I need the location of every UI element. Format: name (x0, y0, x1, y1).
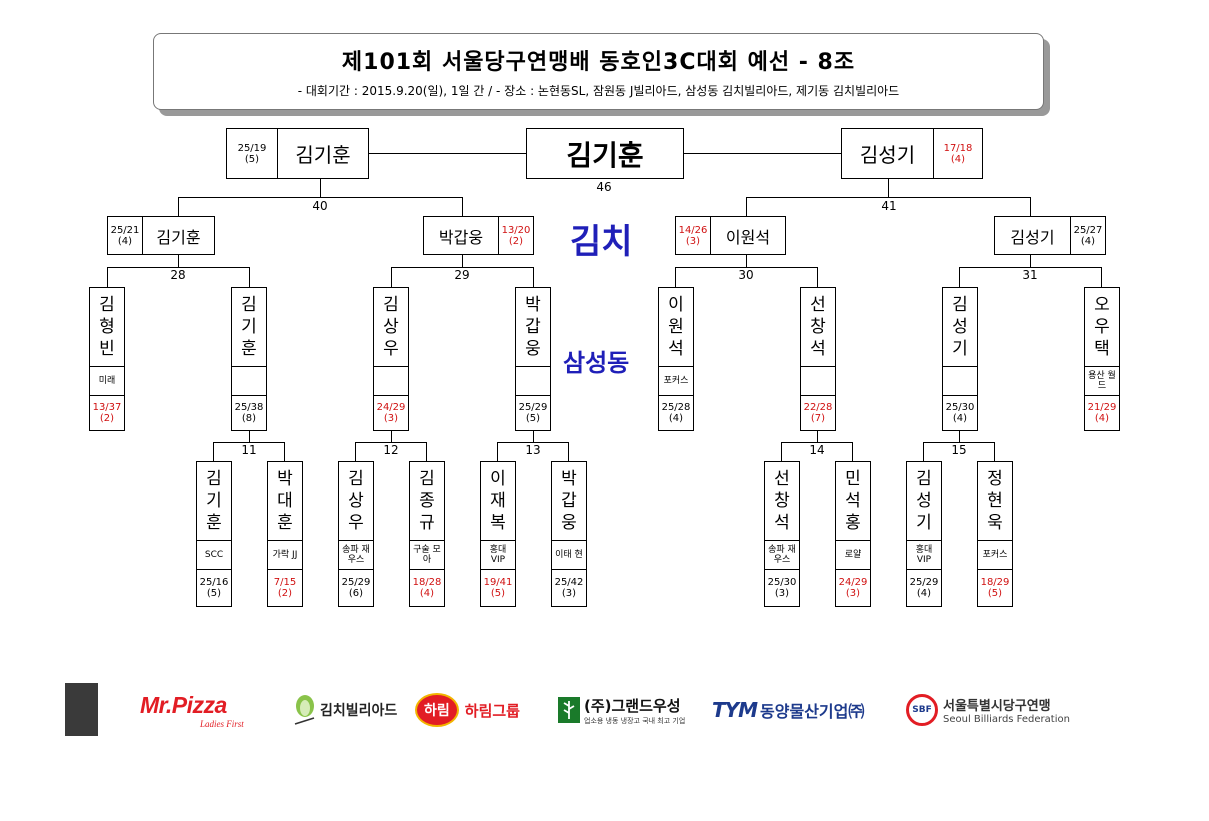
score-cell: 7/15(2) (267, 569, 303, 607)
score-cell: 25/29(5) (515, 395, 551, 431)
score-cell: 25/29(4) (906, 569, 942, 607)
score-cell: 25/42(3) (551, 569, 587, 607)
grandwoosung-logo: (주)그랜드우성 업소용 냉동 냉장고 국내 최고 기업 (558, 688, 685, 732)
venue-watermark: 삼성동 (563, 349, 630, 377)
score-cell: 25/30(3) (764, 569, 800, 607)
player-name: 김기훈 (142, 216, 215, 255)
match-number: 11 (241, 443, 257, 457)
score-cell: 21/29(4) (1084, 395, 1120, 431)
club-name: 용산 월드 (1084, 366, 1120, 396)
score-cell: 18/29(5) (977, 569, 1013, 607)
match-number: 30 (738, 268, 754, 282)
club-name: 미래 (89, 366, 125, 396)
match-number: 28 (170, 268, 186, 282)
club-name: SCC (196, 540, 232, 570)
score-cell: 24/29(3) (835, 569, 871, 607)
club-name: 홍대 VIP (480, 540, 516, 570)
kimchi-logo: 김치빌리아드 (292, 688, 397, 732)
score-cell: 25/38(8) (231, 395, 267, 431)
page-title: 제101회 서울당구연맹배 동호인3C대회 예선 - 8조 (341, 50, 856, 75)
match-number: 31 (1022, 268, 1038, 282)
score-cell: 14/26(3) (675, 216, 711, 255)
player-name: 김기훈 (277, 128, 369, 179)
player-name: 김성기 (994, 216, 1071, 255)
club-name: 홍대 VIP (906, 540, 942, 570)
mrpizza-logo: Mr.Pizza Ladies First (140, 691, 244, 729)
club-name: 송파 재우스 (764, 540, 800, 570)
score-cell: 13/37(2) (89, 395, 125, 431)
match-number: 15 (951, 443, 967, 457)
score-cell: 25/16(5) (196, 569, 232, 607)
score-cell: 19/41(5) (480, 569, 516, 607)
club-name: 포커스 (658, 366, 694, 396)
score-cell: 25/30(4) (942, 395, 978, 431)
score-cell: 25/27(4) (1070, 216, 1106, 255)
club-name (942, 366, 978, 396)
match-number: 13 (525, 443, 541, 457)
match-number: 12 (383, 443, 399, 457)
match-number: 41 (881, 199, 897, 213)
venue-watermark: 김치 (570, 222, 633, 262)
leaf-icon (558, 697, 580, 723)
club-name (515, 366, 551, 396)
score-cell: 25/29(6) (338, 569, 374, 607)
score-cell: 25/21(4) (107, 216, 143, 255)
club-name (231, 366, 267, 396)
match-number: 40 (312, 199, 328, 213)
dark-block (65, 683, 98, 736)
harim-logo: 하림 하림그룹 (415, 688, 520, 732)
club-name: 포커스 (977, 540, 1013, 570)
score-cell: 13/20(2) (498, 216, 534, 255)
club-name (800, 366, 836, 396)
score-cell: 22/28(7) (800, 395, 836, 431)
score-cell: 25/19(5) (226, 128, 278, 179)
sbf-logo: SBF 서울특별시당구연맹 Seoul Billiards Federation (906, 688, 1070, 732)
page-subtitle: - 대회기간 : 2015.9.20(일), 1일 간 / - 장소 : 논현동… (297, 84, 900, 98)
club-name: 이태 현 (551, 540, 587, 570)
score-cell: 25/28(4) (658, 395, 694, 431)
match-number: 29 (454, 268, 470, 282)
player-name: 이원석 (710, 216, 786, 255)
match-number: 46 (596, 180, 612, 194)
score-cell: 24/29(3) (373, 395, 409, 431)
score-cell: 17/18(4) (933, 128, 983, 179)
match-number: 14 (809, 443, 825, 457)
club-name: 가락 JJ (267, 540, 303, 570)
club-name: 구술 모아 (409, 540, 445, 570)
tym-logo: TYM 동양물산기업㈜ (712, 698, 865, 722)
title-box: 제101회 서울당구연맹배 동호인3C대회 예선 - 8조 - 대회기간 : 2… (153, 33, 1044, 110)
club-name: 로얄 (835, 540, 871, 570)
final-winner: 김기훈 (526, 128, 684, 179)
club-name: 송파 재우스 (338, 540, 374, 570)
score-cell: 18/28(4) (409, 569, 445, 607)
cabbage-icon (294, 695, 315, 725)
player-name: 박갑웅 (423, 216, 499, 255)
player-name: 김성기 (841, 128, 934, 179)
club-name (373, 366, 409, 396)
